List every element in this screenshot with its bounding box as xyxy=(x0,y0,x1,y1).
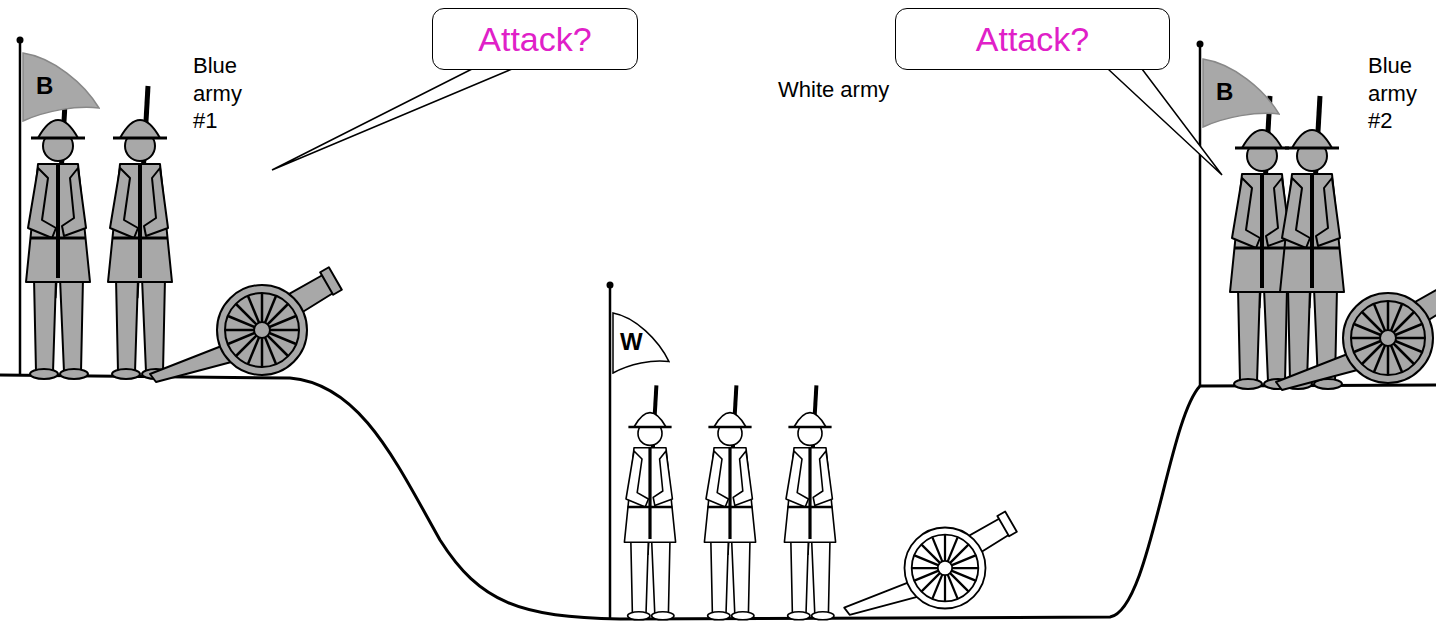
speech-bubble: Attack? xyxy=(895,8,1170,70)
flag-cloth xyxy=(22,52,100,122)
army-name: White army xyxy=(778,76,889,104)
flag-cloth xyxy=(1202,58,1280,128)
flag-letter: W xyxy=(620,328,643,356)
army-flag: B xyxy=(22,52,100,122)
army-name: Blue army #2 xyxy=(1368,52,1430,135)
flag-letter: B xyxy=(36,72,53,100)
army-name: Blue army #1 xyxy=(193,52,255,135)
army-flag: B xyxy=(1202,58,1280,128)
speech-text: Attack? xyxy=(478,20,591,59)
speech-bubble: Attack? xyxy=(432,8,638,70)
speech-text: Attack? xyxy=(976,20,1089,59)
army-flag: W xyxy=(612,312,670,374)
flag-letter: B xyxy=(1216,78,1233,106)
